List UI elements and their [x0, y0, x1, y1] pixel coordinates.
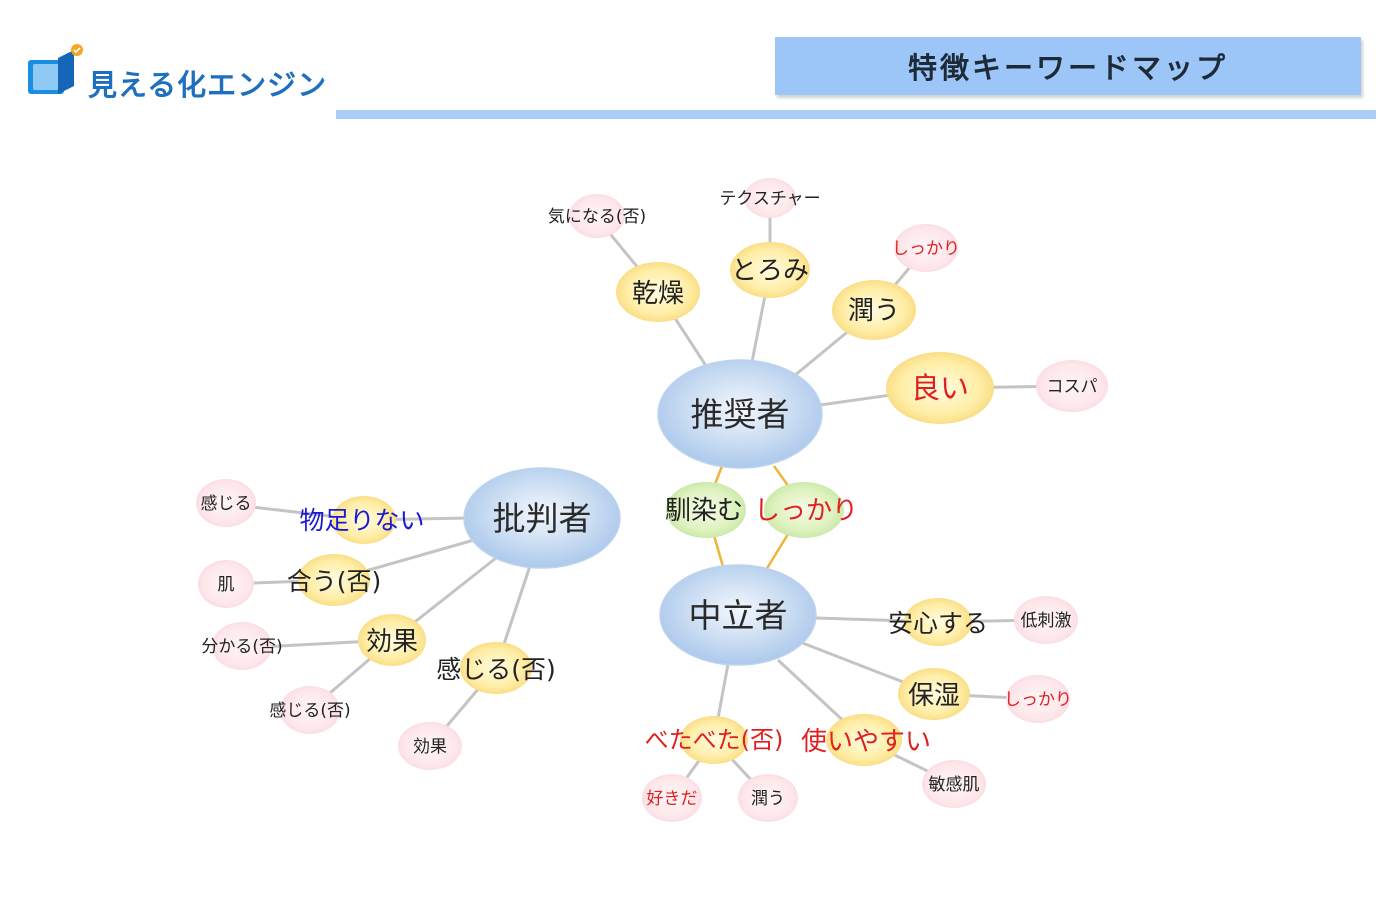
keyword-label: 安心する — [888, 609, 988, 638]
bubble — [616, 262, 700, 322]
bubble — [922, 760, 986, 808]
keyword-label: とろみ — [731, 256, 809, 286]
bubble — [332, 496, 396, 544]
sub-keyword-label: 低刺激 — [1021, 611, 1072, 631]
hub-bubble-neutral — [659, 564, 817, 666]
sub-keyword-label: しっかり — [1004, 690, 1072, 710]
page-title-bar: 特徴キーワードマップ — [775, 37, 1361, 95]
bubble — [642, 774, 702, 822]
bubble — [738, 774, 798, 822]
bubble — [898, 668, 970, 720]
hub-label-critic: 批判者 — [493, 499, 592, 538]
bubble — [764, 482, 844, 538]
page-title: 特徴キーワードマップ — [907, 51, 1228, 85]
keyword-bubbles — [298, 242, 994, 766]
bubble — [744, 178, 796, 218]
bubble — [826, 714, 902, 766]
hub-bubbles — [463, 359, 823, 666]
bubble — [280, 686, 340, 734]
header-divider — [336, 110, 1376, 119]
bubble — [730, 242, 810, 298]
keyword-label: 保湿 — [908, 681, 960, 711]
hub-label-neutral: 中立者 — [689, 596, 788, 635]
keyword-label: 感じる(否) — [436, 655, 556, 684]
bubble — [196, 479, 256, 527]
bubble — [358, 614, 426, 666]
bubble — [398, 722, 462, 770]
hub-bubble-critic — [463, 467, 621, 569]
bubble — [1006, 675, 1070, 723]
bubble — [894, 224, 958, 272]
sub-keyword-bubbles — [196, 178, 1108, 822]
sub-keyword-labels: 気になる(否) テクスチャー しっかり コスパ 感じる 肌 分かる(否) 感じる… — [201, 189, 1098, 809]
bubble — [680, 716, 748, 764]
sub-keyword-label: コスパ — [1047, 377, 1098, 397]
sub-keyword-label: しっかり — [892, 239, 960, 259]
bubble — [666, 482, 746, 538]
bubble — [886, 352, 994, 424]
brand-logo: 見える化エンジン — [24, 44, 344, 104]
sub-keyword-label: 感じる(否) — [269, 701, 350, 721]
sub-keyword-label: 分かる(否) — [201, 637, 282, 657]
sub-keyword-label: 効果 — [413, 737, 447, 757]
bubble — [904, 598, 972, 646]
logo-screen-icon — [28, 44, 83, 94]
keyword-label: 効果 — [366, 627, 418, 657]
hub-labels: 推奨者 批判者 中立者 — [493, 395, 790, 635]
sub-keyword-label: 潤う — [751, 789, 785, 809]
bubble — [460, 642, 532, 694]
bubble — [212, 622, 272, 670]
bubble — [1014, 596, 1078, 644]
keyword-label: 物足りない — [299, 506, 424, 535]
keyword-label: 良い — [911, 371, 969, 405]
bubble — [298, 554, 370, 606]
keyword-label: 合う(否) — [287, 567, 382, 596]
sub-keyword-label: 気になる(否) — [548, 207, 646, 227]
keyword-label: 乾燥 — [632, 279, 684, 309]
bubble — [198, 560, 254, 608]
keyword-label: 潤う — [848, 296, 900, 326]
bubble — [569, 194, 625, 238]
keyword-label: べたべた(否) — [645, 726, 784, 754]
keyword-label: 馴染む — [665, 496, 743, 526]
sub-keyword-label: 敏感肌 — [929, 775, 980, 795]
keyword-labels: 乾燥 とろみ 潤う 良い 馴染む しっかり 物足りない 合う(否) 効果 感じる… — [287, 256, 988, 757]
hub-bubble-promoter — [657, 359, 823, 469]
brand-name: 見える化エンジン — [88, 68, 328, 102]
sub-keyword-label: 感じる — [201, 494, 252, 514]
bubble — [1036, 360, 1108, 412]
hub-label-promoter: 推奨者 — [691, 395, 790, 434]
sub-keyword-label: 好きだ — [647, 789, 698, 809]
keyword-label: 使いやすい — [801, 727, 931, 757]
sub-keyword-label: 肌 — [218, 575, 235, 595]
bubble — [832, 280, 916, 340]
sub-keyword-label: テクスチャー — [719, 189, 820, 209]
keyword-label: しっかり — [754, 496, 858, 526]
